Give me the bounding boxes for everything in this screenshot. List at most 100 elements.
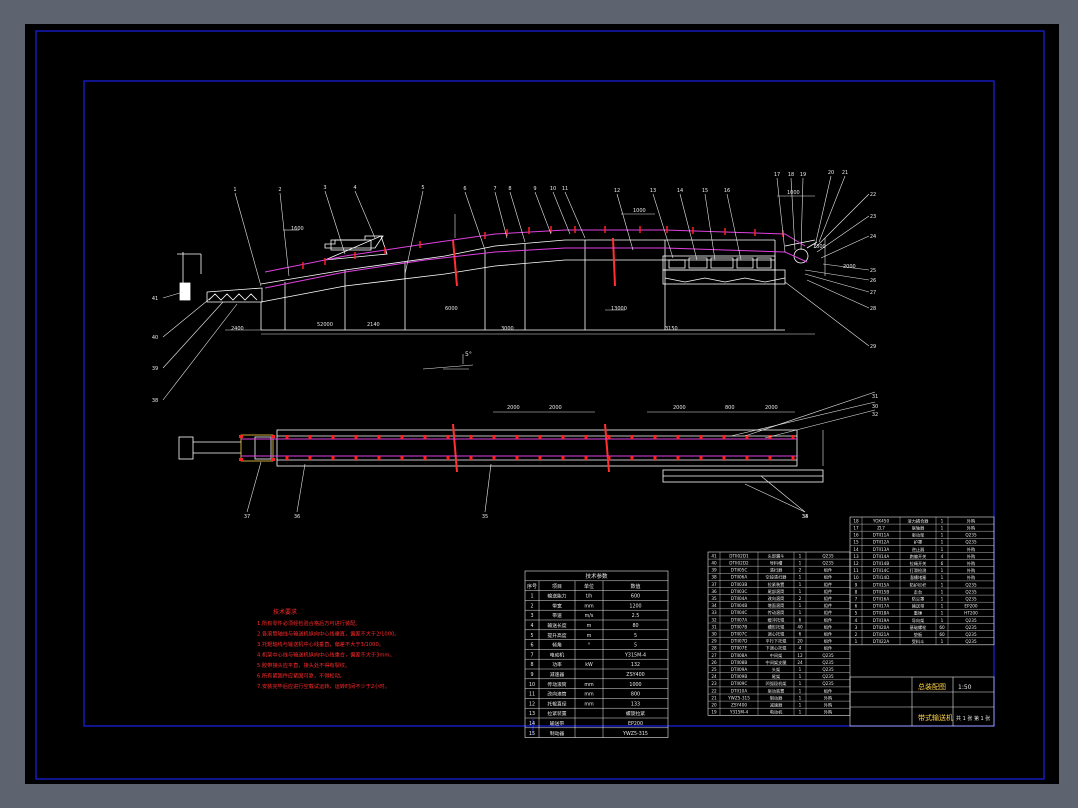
parts-list-cell: 外购	[824, 709, 832, 716]
parts-list-cell: 外购	[824, 694, 832, 701]
parts-list-cell: Q235	[822, 660, 834, 665]
param-table-cell: °	[588, 643, 590, 649]
leader-line	[776, 177, 786, 253]
param-table-cell: mm	[584, 693, 594, 698]
parts-list-cell: YWZ5-315	[727, 695, 750, 700]
parts-list-cell: 缓冲托辊	[768, 616, 786, 623]
leader-line	[246, 461, 262, 513]
param-table-title: 技术参数	[585, 572, 608, 580]
param-table-cell: mm	[584, 702, 594, 707]
parts-list-cell: Q235	[822, 681, 834, 686]
parts-list-cell: 溜槽堵塞	[910, 574, 928, 581]
parts-list-cell: 重锤	[914, 610, 922, 617]
idler-mark	[584, 435, 588, 439]
parts-list-cell: 组件	[824, 623, 832, 630]
parts-list-cell: DTII02D2	[729, 561, 749, 566]
param-table-cell: 2.5	[632, 613, 640, 619]
parts-list-cell: 护罩	[914, 539, 922, 546]
parts-list-cell: DTII04C	[731, 610, 748, 615]
parts-list-cell: 液力耦合器	[908, 517, 930, 524]
param-table-cell: 4	[530, 623, 533, 629]
parts-list-cell: DTII09C	[731, 681, 748, 686]
note-line: 2.各滚筒轴线与输送机纵向中心线垂直，偏差不大于2/1000。	[257, 630, 400, 638]
idler-mark	[630, 456, 634, 460]
leader-line	[162, 295, 214, 338]
parts-list-cell: YOX450	[872, 518, 890, 523]
note-line: 6.所有紧固件应紧固可靠，不得松动。	[257, 672, 345, 680]
idler-mark	[561, 435, 565, 439]
parts-list-cell: 受料斗	[912, 638, 925, 645]
callout-number: 38	[152, 398, 158, 404]
param-table-cell: 传动滚筒	[547, 681, 566, 688]
parts-list-cell: Q235	[822, 674, 834, 679]
parts-list-cell: 1	[941, 540, 944, 545]
param-table-cell: 托辊直径	[547, 700, 566, 707]
dimension-label: 800	[725, 405, 735, 411]
parts-list-cell: 联轴器	[912, 525, 925, 532]
parts-list-cell: 34	[711, 603, 717, 608]
param-table-cell: Y315M-4	[624, 652, 646, 658]
parts-list-cell: 凹弧段机架	[766, 680, 787, 687]
idler-mark	[469, 456, 473, 460]
param-table-cell: 5	[634, 643, 637, 649]
cad-drawing: 1600100010001300200024005200021406000300…	[35, 30, 1045, 780]
parts-list-cell: 1	[941, 604, 944, 609]
parts-list-cell: DTII14D	[873, 575, 890, 580]
param-table-cell: 3	[530, 613, 533, 619]
param-table-cell: 输送带	[550, 720, 565, 727]
dimension-label: 6000	[445, 306, 458, 312]
callout-number: 23	[870, 214, 876, 220]
parts-list-cell: 32	[711, 617, 717, 622]
callout-number: 2	[278, 187, 281, 193]
callout-number: 17	[774, 172, 780, 178]
param-table-cell: 80	[632, 623, 638, 629]
leader-line	[744, 483, 806, 513]
idler-marks-plan	[239, 435, 795, 461]
parts-list-cell: 1	[941, 568, 944, 573]
idler-mark	[676, 435, 680, 439]
parts-list-cell: 组件	[824, 645, 832, 652]
leader-line	[234, 192, 262, 287]
dimension-label: 1000	[633, 208, 646, 214]
parts-list-cell: 1	[799, 589, 802, 594]
parts-list-cell: 组件	[824, 687, 832, 694]
parts-list-cell: 组件	[824, 588, 832, 595]
leader-line	[162, 303, 238, 401]
parts-list-cell: DTII15B	[873, 589, 890, 594]
parts-list-cell: 26	[711, 660, 717, 665]
idler-mark	[515, 456, 519, 460]
leader-line	[652, 193, 674, 259]
parts-list-cell: 12	[797, 653, 803, 658]
leader-line	[804, 273, 870, 293]
parts-list-cell: 1	[941, 618, 944, 623]
parts-list-cell: 29	[711, 639, 717, 644]
parts-list-cell: 驱动架	[912, 532, 925, 539]
leader-line	[704, 193, 716, 261]
dimension-label: 13000	[611, 306, 627, 312]
leader-line	[816, 215, 870, 253]
parts-list-cell: 1	[941, 518, 944, 523]
leader-line	[760, 475, 806, 513]
leader-line	[484, 463, 492, 513]
parts-list-cell: DTII07A	[731, 617, 748, 622]
idler-mark	[699, 456, 703, 460]
param-table-cell: mm	[584, 604, 594, 609]
callout-number: 8	[508, 186, 511, 192]
parts-list-cell: 2	[799, 596, 802, 601]
param-table-header: 单位	[584, 583, 594, 590]
idler-mark	[492, 456, 496, 460]
param-table-cell: 15	[529, 731, 535, 737]
leader-line	[764, 409, 876, 439]
parts-list-cell: ZSY400	[731, 703, 747, 708]
parts-list-cell: DTII05C	[731, 568, 748, 573]
parts-list-cell: 40	[711, 561, 717, 566]
callout-number: 39	[152, 366, 158, 372]
parts-list-cell: 组件	[824, 595, 832, 602]
callout-number: 36	[294, 514, 300, 520]
parts-list-cell: 1	[799, 582, 802, 587]
callout-number: 30	[872, 404, 878, 410]
parts-list-cell: 组件	[824, 567, 832, 574]
parts-list-cell: 输送带	[912, 603, 925, 610]
